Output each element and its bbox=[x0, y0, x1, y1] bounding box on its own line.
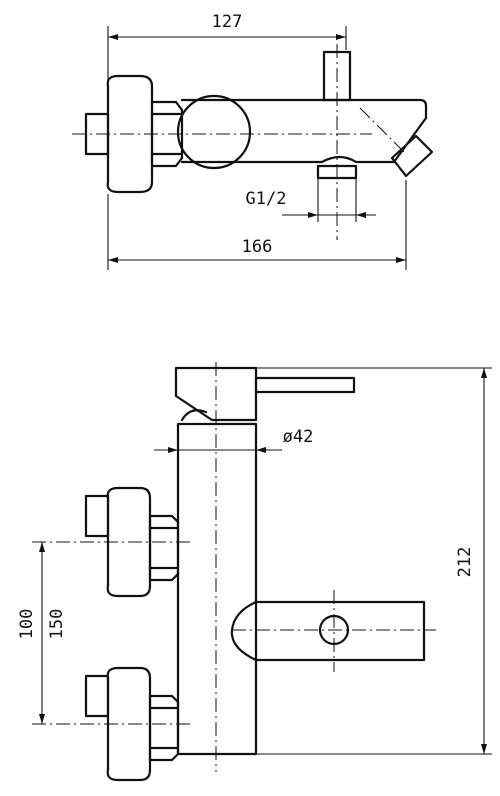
lower-wall-connector bbox=[84, 674, 110, 718]
lever-arm bbox=[254, 376, 356, 394]
arrow-g12-left bbox=[308, 212, 318, 218]
arrow-spacing-bottom bbox=[39, 714, 45, 724]
spout bbox=[230, 600, 426, 662]
arrow-212-top bbox=[481, 368, 487, 378]
arrow-166-left bbox=[108, 257, 118, 263]
mixer-body bbox=[180, 98, 428, 164]
arrow-212-bottom bbox=[481, 744, 487, 754]
spout-outlet bbox=[390, 134, 434, 178]
cartridge-sphere bbox=[176, 94, 252, 170]
center-line-spout bbox=[359, 107, 407, 155]
lever-handle bbox=[174, 366, 258, 422]
arrow-127-left bbox=[108, 34, 118, 40]
dim-label-g12: G1/2 bbox=[246, 189, 287, 209]
mixer-body-vertical bbox=[176, 422, 258, 756]
arrow-diameter-right bbox=[256, 447, 266, 453]
top-view: 127 G1/2 166 bbox=[72, 12, 434, 270]
wall-flange bbox=[106, 74, 154, 194]
side-view: ø42 212 100 150 bbox=[17, 362, 492, 782]
upper-flange bbox=[106, 486, 152, 598]
dim-label-spacing-min: 100 bbox=[17, 609, 37, 640]
lower-hex-nut bbox=[148, 694, 180, 762]
dim-label-spacing-max: 150 bbox=[47, 609, 67, 640]
arrow-g12-right bbox=[356, 212, 366, 218]
handle-base-curve bbox=[180, 409, 208, 422]
arrow-diameter-left bbox=[168, 447, 178, 453]
dim-label-127: 127 bbox=[212, 12, 243, 32]
arrow-127-right bbox=[336, 34, 346, 40]
dim-label-diameter: ø42 bbox=[283, 427, 314, 447]
upper-hex-nut bbox=[148, 514, 180, 582]
hex-nut bbox=[150, 100, 184, 168]
lower-flange bbox=[106, 666, 152, 782]
dim-label-212: 212 bbox=[455, 547, 475, 578]
dim-label-166: 166 bbox=[242, 237, 273, 257]
arrow-166-right bbox=[396, 257, 406, 263]
arrow-spacing-top bbox=[39, 542, 45, 552]
upper-wall-connector bbox=[84, 494, 110, 538]
